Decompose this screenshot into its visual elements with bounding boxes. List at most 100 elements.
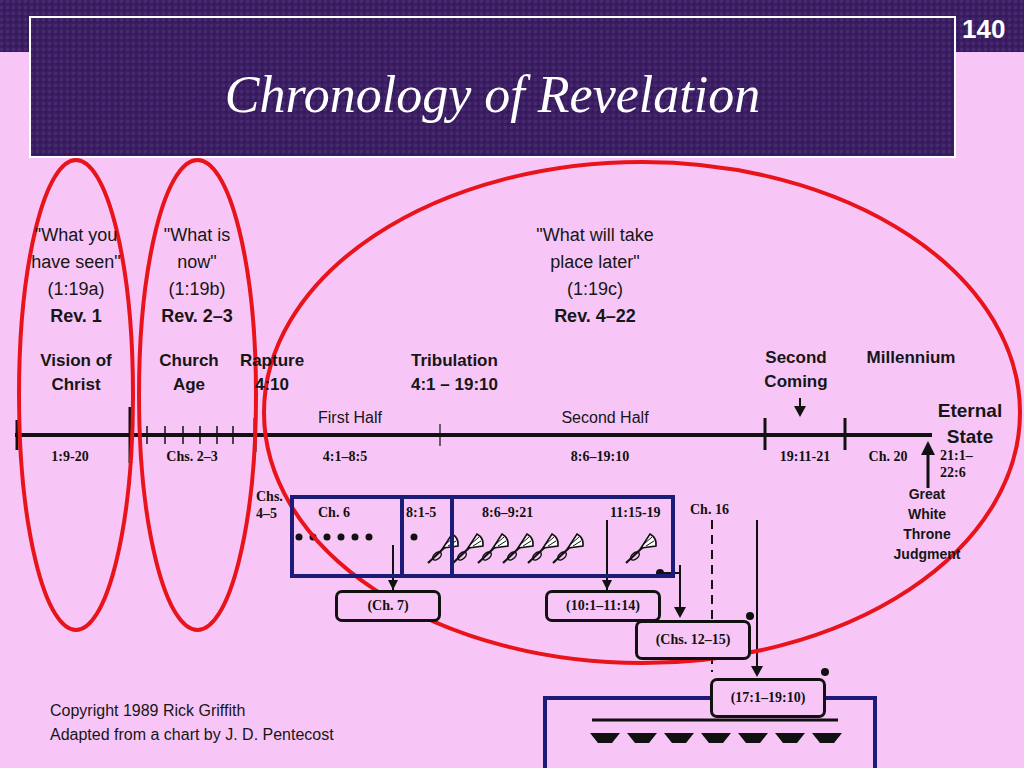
seal-dot: [366, 534, 373, 541]
period-label: Eternal State: [930, 398, 1010, 450]
interlude-arrow: [606, 578, 608, 590]
judgment-box: 8:6–9:21 11:15-19: [450, 495, 675, 578]
period-label: Rapture: [232, 349, 312, 373]
judgment-arrow: [927, 452, 930, 488]
passage-reference: (Chs. 12–15): [656, 631, 731, 649]
period-label: Tribulation: [411, 349, 541, 373]
leader-line: [606, 520, 608, 578]
church-tick: [164, 426, 166, 444]
leader-arrowhead: [674, 607, 686, 618]
slide-title: Chronology of Revelation: [30, 64, 955, 126]
midpoint-tick: [439, 424, 440, 446]
interlude-scroll: (Chs. 12–15): [635, 620, 751, 660]
credit-note: Adapted from a chart by J. D. Pentecost: [50, 724, 470, 746]
bowl-icon: [590, 733, 620, 743]
passage-reference: Ch. 20: [853, 448, 923, 465]
text-group: "What you have seen" (1:19a)Rev. 1: [21, 222, 131, 330]
passage-reference: 19:11-21: [760, 448, 850, 465]
section-quote: "What will take place later" (1:19c): [520, 222, 670, 303]
leader-line: [392, 545, 394, 578]
bowl-icon: [701, 733, 731, 743]
slide-number: 140: [962, 14, 1020, 44]
period-label: Millennium: [856, 346, 966, 370]
text-group: "What is now" (1:19b)Rev. 2–3: [154, 222, 240, 330]
interlude-scroll: (10:1–11:14): [545, 590, 661, 622]
period-label: First Half: [300, 407, 400, 429]
leader-line: [679, 565, 681, 608]
timeline: [15, 433, 932, 437]
section-quote: "What you have seen" (1:19a): [21, 222, 131, 303]
trumpet-icon: [528, 534, 558, 563]
interlude-scroll: (17:1–19:10): [710, 678, 826, 718]
leader-line: [756, 520, 758, 667]
ellipse-outline: [19, 160, 133, 630]
passage-reference: 8:6–9:21: [482, 504, 533, 522]
period-label: 4:10: [242, 373, 302, 397]
timeline-tick: [844, 418, 847, 450]
church-tick: [216, 426, 218, 444]
period-label: Church Age: [156, 349, 222, 397]
trumpet-icon: [626, 534, 656, 563]
bowl-icon: [664, 733, 694, 743]
trumpet-icon: [453, 534, 483, 563]
trumpet-icon: [478, 534, 508, 563]
seal-dot: [352, 534, 359, 541]
passage-reference: 8:6–19:10: [550, 448, 650, 465]
bowl-icon: [738, 733, 768, 743]
trumpet-icon: [553, 534, 583, 563]
judgment-arrowhead: [921, 441, 935, 455]
church-tick: [232, 426, 234, 444]
period-label: 4:1 – 19:10: [411, 373, 541, 397]
passage-reference: 1:9-20: [30, 448, 110, 465]
church-tick: [146, 426, 148, 444]
seal-dot: [296, 534, 303, 541]
bowl-icon: [812, 733, 842, 743]
judgment-box: Ch. 6: [290, 495, 404, 578]
section-quote: "What is now" (1:19b): [154, 222, 240, 303]
leader-line: [660, 572, 680, 574]
period-label: Great White Throne Judgment: [890, 484, 964, 564]
interlude-scroll: (Ch. 7): [335, 590, 441, 622]
passage-reference: 11:15-19: [610, 504, 661, 522]
scroll-dot: [821, 668, 829, 676]
passage-reference: 21:1– 22:6: [940, 447, 988, 481]
passage-reference: (Ch. 7): [367, 597, 408, 615]
text-group: "What will take place later" (1:19c)Rev.…: [520, 222, 670, 330]
trumpet-icon: [503, 534, 533, 563]
credit-note: Copyright 1989 Rick Griffith: [50, 700, 470, 722]
title-banner: [30, 17, 955, 157]
section-reference: Rev. 1: [21, 303, 131, 330]
scroll-dot: [746, 612, 754, 620]
passage-reference: Chs. 2–3: [152, 448, 232, 465]
period-label: Second Half: [550, 407, 660, 429]
passage-reference: (10:1–11:14): [566, 597, 640, 615]
interlude-arrow: [392, 578, 394, 590]
bowl-bar: [592, 719, 838, 722]
section-ellipse: "What is now" (1:19b)Rev. 2–3: [137, 158, 258, 632]
bowl-icon: [775, 733, 805, 743]
timeline-tick: [764, 418, 767, 450]
period-label: Vision of Christ: [30, 349, 122, 397]
seal-dot: [411, 534, 418, 541]
seal-dot: [324, 534, 331, 541]
ellipse-outline: [264, 162, 1020, 663]
passage-reference: Chs. 4–5: [256, 488, 290, 522]
passage-reference: 4:1–8:5: [300, 448, 390, 465]
passage-reference: (17:1–19:10): [731, 689, 806, 707]
second-coming-arrowhead: [794, 406, 806, 417]
section-reference: Rev. 4–22: [520, 303, 670, 330]
passage-reference: Ch. 6: [318, 504, 350, 522]
judgment-box: 8:1-5: [400, 495, 454, 578]
passage-reference: Ch. 16: [690, 501, 750, 518]
bowl-icon: [627, 733, 657, 743]
section-ellipse: "What you have seen" (1:19a)Rev. 1: [17, 158, 135, 632]
seal-dot: [338, 534, 345, 541]
section-reference: Rev. 2–3: [154, 303, 240, 330]
leader-arrowhead: [751, 666, 763, 677]
ellipse-outline: [139, 160, 256, 630]
passage-reference: 8:1-5: [406, 504, 436, 522]
church-tick: [182, 426, 184, 444]
period-label: Second Coming: [760, 346, 832, 394]
